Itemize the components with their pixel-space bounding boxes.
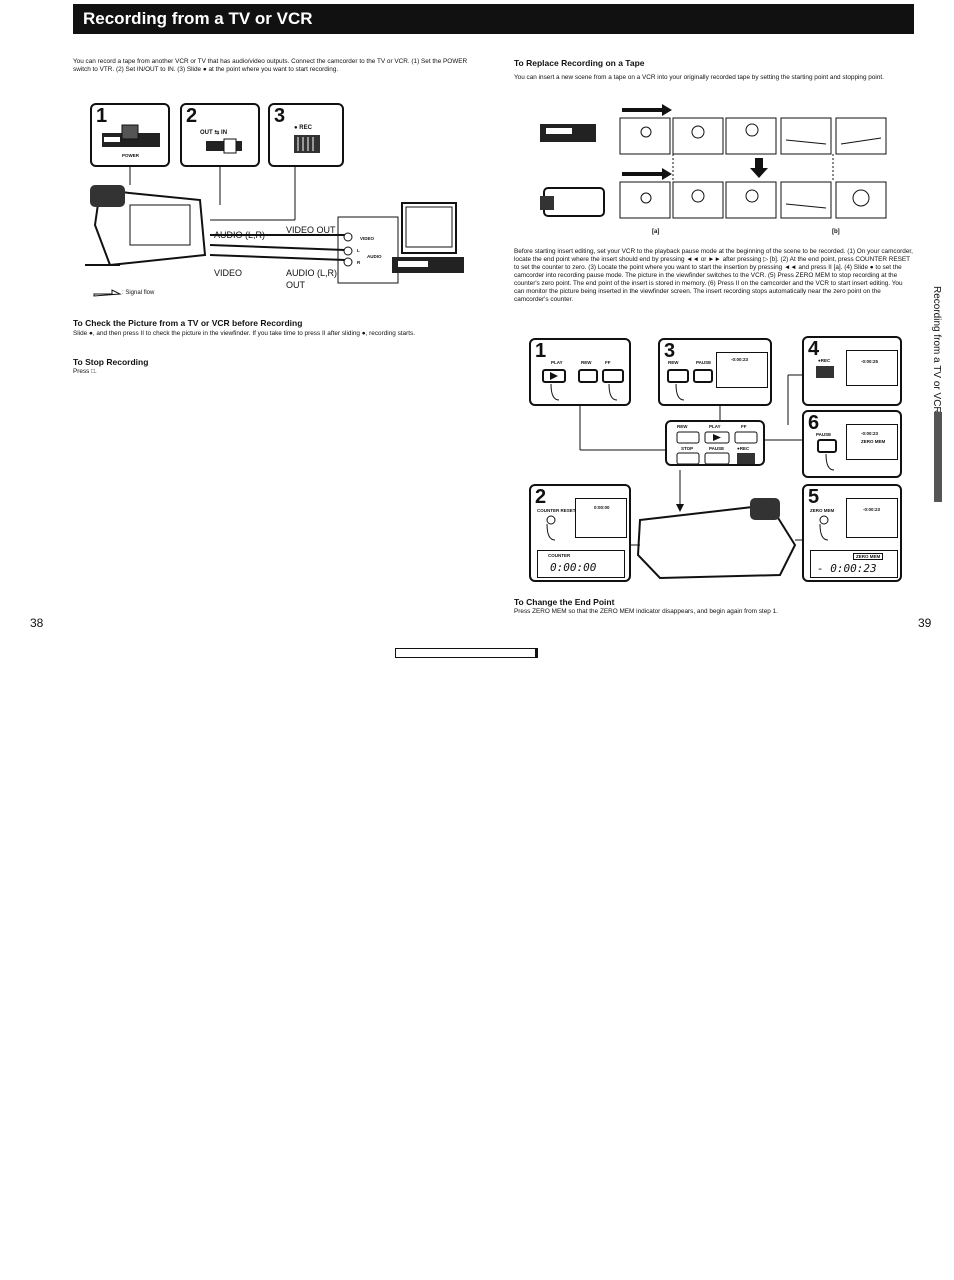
replace-heading: To Replace Recording on a Tape [514, 58, 645, 68]
rew-pause-buttons-icon [667, 369, 713, 401]
rew-label: REW [581, 360, 592, 365]
counter-reset-label: COUNTER RESET [537, 508, 576, 513]
page-title: Recording from a TV or VCR [83, 9, 313, 28]
pause-label: PAUSE [816, 432, 832, 437]
counter-lcd: 0:00:00 [550, 561, 597, 574]
left-step-2-box: 2 OUT ⇆ IN [180, 103, 260, 167]
label-b: [b] [832, 229, 840, 235]
jack-l-label: L [357, 248, 360, 253]
zero-mem-badge: ZERO MEM [853, 553, 884, 560]
right-step-1-box: 1 PLAY REW FF [529, 338, 631, 406]
viewfinder-counter: 0:00:00 [594, 505, 610, 510]
audio-lr-label: AUDIO (L,R) [214, 230, 266, 240]
jack-video-label: VIDEO [360, 236, 375, 241]
side-tab-label: Recording from a TV or VCR [931, 286, 942, 414]
page-number-right: 39 [918, 616, 932, 630]
in-out-switch-icon [206, 138, 242, 154]
side-tab-marker [934, 412, 942, 502]
step-number: 4 [808, 338, 820, 360]
rec-switch-icon [816, 366, 834, 378]
check-text: Slide ●, and then press II to check the … [73, 330, 415, 337]
right-step-6-box: 6 PAUSE -0:00:23 ZERO MEM [802, 410, 902, 478]
viewfinder-screen: -0:00:23 ZERO MEM [846, 424, 898, 460]
label-a: [a] [652, 229, 660, 235]
ff-label: FF [605, 360, 611, 365]
stop-pause-rec-icon [676, 452, 755, 465]
panel-pause-label: PAUSE [709, 446, 725, 451]
step-number: 5 [808, 486, 820, 508]
replace-intro: You can insert a new scene from a tape o… [514, 74, 884, 81]
video-label: VIDEO [214, 268, 243, 278]
signal-flow-arrow-icon [93, 289, 122, 297]
steps-connector-lines [579, 374, 802, 580]
viewfinder-counter: -0:00:23 [863, 507, 881, 512]
step-number: 1 [96, 105, 108, 127]
panel-stop-label: STOP [681, 446, 694, 451]
step-number: 2 [186, 105, 198, 127]
play-label: PLAY [551, 360, 563, 365]
viewfinder-counter: -0:00:23 [731, 357, 749, 362]
panel-rew-label: REW [677, 424, 688, 429]
viewfinder-counter: -0:00:25 [861, 359, 879, 364]
rew-label: REW [668, 360, 679, 365]
right-step-2-box: 2 COUNTER RESET 0:00:00 COUNTER 0:00:00 [529, 484, 631, 582]
out-label: OUT [286, 280, 305, 290]
pause-label: PAUSE [696, 360, 712, 365]
counter-lcd: - 0:00:23 [817, 562, 877, 575]
power-switch-icon [102, 124, 160, 147]
panel-play-label: PLAY [709, 424, 721, 429]
signal-flow-label: : Signal flow [122, 290, 155, 296]
left-intro: You can record a tape from another VCR o… [73, 58, 468, 73]
step-number: 1 [535, 340, 547, 362]
step-number: 6 [808, 412, 820, 434]
connection-diagram [85, 167, 464, 284]
zero-mem-label: ZERO MEM [810, 508, 835, 513]
left-step-3-box: 3 ● REC [268, 103, 344, 167]
insert-sequence-diagram [540, 104, 887, 219]
zero-mem-button-icon [819, 515, 829, 541]
video-out-label: VIDEO OUT [286, 225, 336, 235]
step-number: 3 [274, 105, 286, 127]
panel-rec-label: ●REC [737, 446, 750, 451]
panel-ff-label: FF [741, 424, 747, 429]
play-ff-buttons-icon [542, 369, 624, 401]
counter-display: COUNTER 0:00:00 [537, 550, 625, 578]
pause-button-icon [817, 439, 837, 471]
in-out-label: OUT ⇆ IN [200, 130, 228, 136]
check-heading: To Check the Picture from a TV or VCR be… [73, 318, 303, 328]
change-text: Press ZERO MEM so that the ZERO MEM indi… [514, 608, 778, 615]
jack-r-label: R [357, 260, 361, 265]
right-step-4-box: 4 ●REC -0:00:25 [802, 336, 902, 406]
jack-audio-label: AUDIO [367, 254, 382, 259]
audio-lr-out-label: AUDIO (L,R) [286, 268, 338, 278]
transport-buttons-icon [676, 431, 758, 444]
rec-label: ● REC [294, 125, 312, 131]
viewfinder-counter: -0:00:23 [861, 431, 879, 436]
page-header: Recording from a TV or VCR [73, 4, 914, 34]
stop-heading: To Stop Recording [73, 357, 149, 367]
left-step-1-box: 1 POWER [90, 103, 170, 167]
zero-mem-indicator: ZERO MEM [861, 439, 886, 444]
right-step-5-box: 5 ZERO MEM -0:00:23 ZERO MEM - 0:00:23 [802, 484, 902, 582]
rec-label: ●REC [818, 358, 831, 363]
viewfinder-screen: -0:00:25 [846, 350, 898, 386]
viewfinder-screen: 0:00:00 [575, 498, 627, 538]
viewfinder-screen: -0:00:23 [846, 498, 898, 538]
viewfinder-screen: -0:00:23 [716, 352, 768, 388]
right-step-3-box: 3 REW PAUSE -0:00:23 [658, 338, 772, 406]
rec-switch-icon [294, 135, 320, 153]
control-panel: REW PLAY FF STOP PAUSE ●REC [665, 420, 765, 466]
counter-display: ZERO MEM - 0:00:23 [810, 550, 898, 578]
step-number: 2 [535, 486, 547, 508]
power-label: POWER [122, 153, 140, 158]
insert-instructions: Before starting insert editing, set your… [514, 248, 913, 303]
page-number-left: 38 [30, 616, 44, 630]
binding-strip [395, 648, 538, 658]
change-heading: To Change the End Point [514, 597, 615, 607]
counter-label: COUNTER [548, 553, 571, 558]
stop-text: Press □. [73, 368, 97, 375]
step-number: 3 [664, 340, 676, 362]
counter-reset-button-icon [546, 515, 556, 541]
